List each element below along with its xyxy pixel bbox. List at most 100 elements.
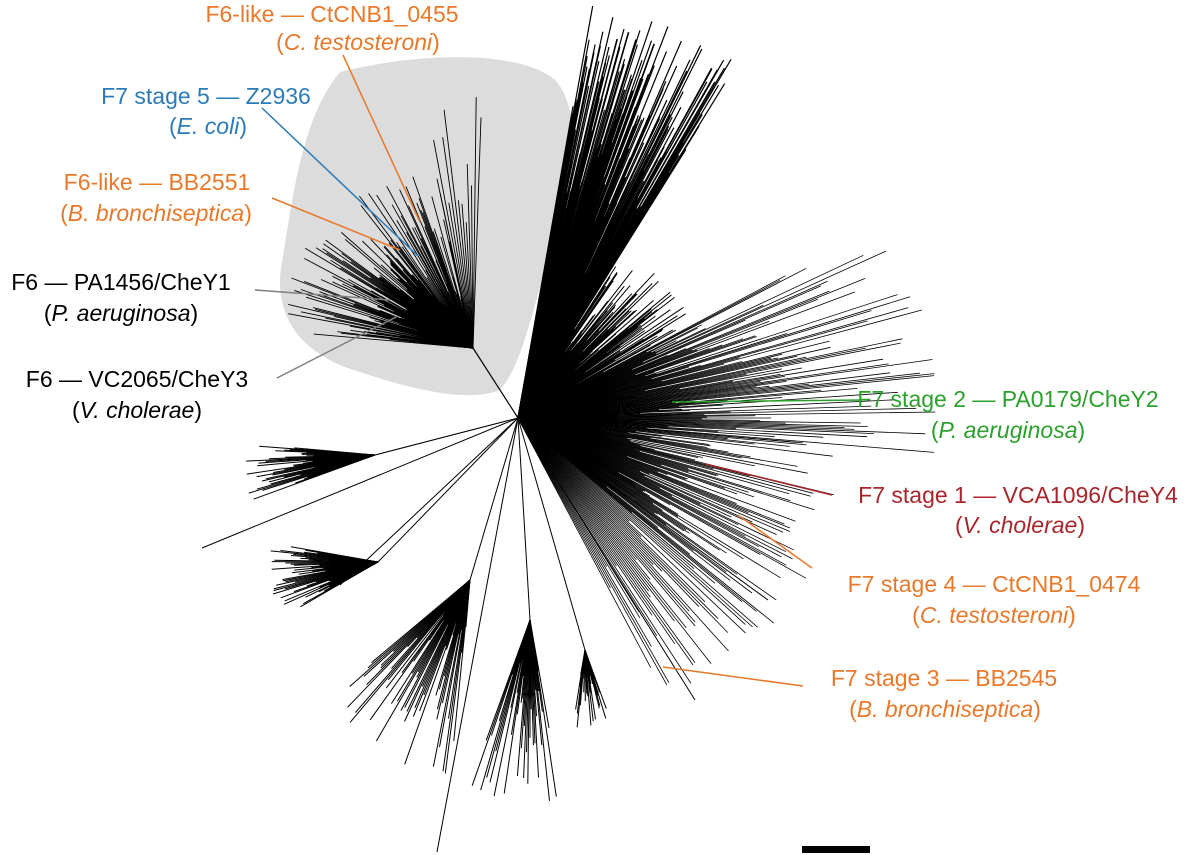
branch-lower-fan [517, 417, 687, 629]
label-line2: (B. bronchiseptica) [849, 696, 1041, 722]
branch-f6-upper [465, 222, 474, 349]
branch-clade-stem [517, 417, 586, 651]
branch-lower-fan [517, 417, 692, 684]
species-name: C. testosteroni [920, 602, 1069, 628]
label-line1: F7 stage 1 — VCA1096/CheY4 [858, 482, 1178, 508]
clade-labels: F6-like — CtCNB1_0455 (C. testosteroni) … [11, 1, 1178, 722]
label-line2: (V. cholerae) [72, 397, 202, 423]
branch-clade-stem [469, 417, 519, 581]
branch-bottom-right-clade [580, 649, 586, 675]
label-line1: F7 stage 2 — PA0179/CheY2 [857, 386, 1158, 412]
label-f6like-ctcnb1: F6-like — CtCNB1_0455 (C. testosteroni) [205, 1, 458, 55]
branch-f6-upper [433, 140, 474, 349]
label-line2: (V. cholerae) [955, 512, 1085, 538]
label-line2: (B. bronchiseptica) [60, 200, 252, 226]
leader-f7s5-z2936 [261, 107, 419, 257]
leader-f7s3-bb2545 [662, 666, 804, 687]
label-f7s1-vca1096: F7 stage 1 — VCA1096/CheY4 (V. cholerae) [858, 482, 1178, 538]
branch-lower-fan [517, 417, 706, 603]
species-name: V. cholerae [963, 512, 1078, 538]
branch-lower-fan [517, 417, 696, 627]
branch-lower-fan [517, 417, 696, 623]
branch-bottom-clade [371, 579, 471, 664]
branch-lower-fan [517, 417, 694, 666]
label-line1: F6 — VC2065/CheY3 [26, 366, 248, 392]
species-name: B. bronchiseptica [68, 200, 244, 226]
branch-f6-stem [472, 347, 519, 419]
label-f6-pa1456: F6 — PA1456/CheY1 (P. aeruginosa) [11, 269, 230, 326]
species-name: P. aeruginosa [52, 300, 191, 326]
label-line2: (P. aeruginosa) [931, 417, 1085, 443]
branch-f6-upper [457, 200, 474, 349]
label-f7s3-bb2545: F7 stage 3 — BB2545 (B. bronchiseptica) [831, 665, 1057, 722]
branch-f6-upper [472, 97, 477, 349]
branch-lower-fan [517, 417, 668, 686]
branch-lower-fan [517, 417, 712, 664]
label-f6like-bb2551: F6-like — BB2551 (B. bronchiseptica) [60, 169, 252, 226]
branch-lower-fan [517, 417, 729, 652]
label-line1: F7 stage 4 — CtCNB1_0474 [848, 571, 1141, 597]
branch-long-left [201, 417, 519, 549]
label-line1: F6 — PA1456/CheY1 [11, 269, 230, 295]
species-name: B. bronchiseptica [857, 696, 1033, 722]
branch-lower-fan [517, 417, 652, 647]
branch-f6-upper [472, 117, 482, 349]
label-line1: F6-like — BB2551 [64, 169, 251, 195]
branch-lower-fan [517, 417, 700, 607]
label-line1: F7 stage 5 — Z2936 [101, 83, 311, 109]
branch-lower-fan [517, 417, 690, 612]
leader-f7s1-vca1096 [704, 463, 833, 496]
label-line2: (C. testosteroni) [912, 602, 1076, 628]
branch-lower-fan [517, 417, 670, 683]
scale-bar [802, 846, 870, 853]
label-line2: (P. aeruginosa) [44, 300, 198, 326]
branch-upper-clade-long [517, 43, 655, 419]
branch-lowerleft-clade [290, 546, 379, 563]
species-name: P. aeruginosa [939, 417, 1078, 443]
branch-lower-fan [517, 417, 729, 633]
label-f7s4-ctcnb1: F7 stage 4 — CtCNB1_0474 (C. testosteron… [848, 571, 1141, 628]
species-name: E. coli [177, 113, 241, 139]
branch-lower-fan [517, 417, 746, 625]
branch-left-clade [294, 447, 376, 456]
branch-f6-upper [436, 178, 474, 349]
tree-branches [201, 5, 936, 853]
branch-lower-fan [517, 417, 753, 628]
branch-f6-dense [410, 274, 474, 349]
label-f7s5-z2936: F7 stage 5 — Z2936 (E. coli) [101, 83, 311, 139]
branch-long-bottom [436, 417, 519, 853]
label-f6-vc2065: F6 — VC2065/CheY3 (V. cholerae) [26, 366, 248, 423]
branch-f6-upper [443, 109, 474, 349]
species-name: V. cholerae [80, 397, 195, 423]
branch-f6-upper [448, 202, 474, 349]
branch-long-right [517, 417, 769, 601]
leader-lines [254, 54, 863, 687]
branch-bottom-mid-clade [485, 619, 531, 741]
branch-long-lowerleft [339, 417, 519, 586]
species-name: C. testosteroni [284, 29, 433, 55]
branch-lower-fan [517, 417, 676, 645]
branch-lower-fan [517, 417, 675, 622]
branch-f6-upper [471, 185, 474, 349]
branch-long-lowerright [517, 417, 696, 701]
branch-lower-fan [517, 417, 652, 668]
leader-f7s2-pa0179 [671, 399, 863, 403]
leader-f6-pa1456 [254, 289, 391, 301]
leader-f6like-bb2551 [271, 197, 401, 251]
branch-f6-upper [442, 137, 474, 349]
label-line1: F7 stage 3 — BB2545 [831, 665, 1057, 691]
branch-f6-upper [466, 163, 474, 349]
branch-lower-fan [517, 417, 746, 634]
leader-f6like-ctcnb1 [342, 54, 421, 223]
label-line2: (C. testosteroni) [276, 29, 440, 55]
branch-clade-stem [377, 417, 519, 563]
leader-f6-vc2065 [276, 315, 399, 379]
leader-f7s4-ctcnb1 [737, 514, 813, 569]
label-f7s2-pa0179: F7 stage 2 — PA0179/CheY2 (P. aeruginosa… [857, 386, 1158, 443]
branch-lower-fan [517, 417, 758, 628]
branch-clade-stem [374, 417, 519, 456]
branch-lower-fan [517, 417, 719, 619]
label-line1: F6-like — CtCNB1_0455 [205, 1, 458, 27]
branch-f6-upper [461, 203, 474, 349]
